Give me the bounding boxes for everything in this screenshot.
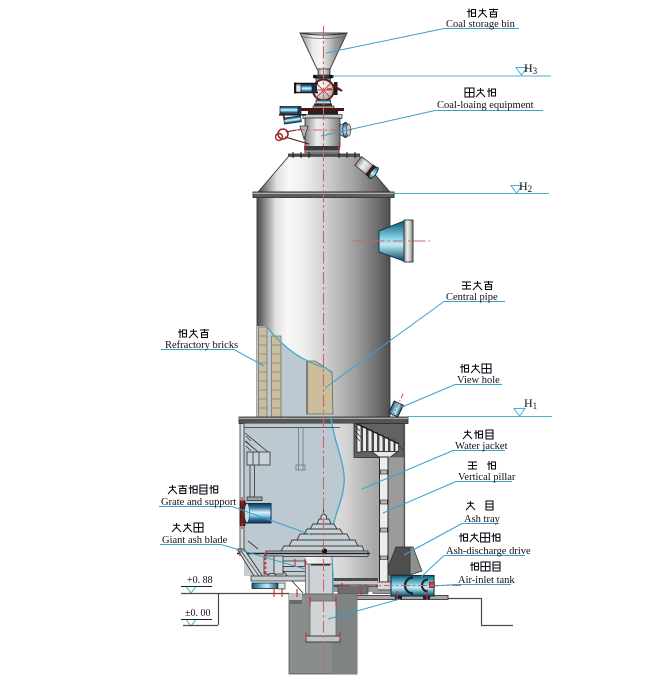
svg-text:±0. 00: ±0. 00 [185, 608, 211, 619]
svg-text:Air-inlet tank: Air-inlet tank [458, 575, 515, 586]
svg-text:+0. 88: +0. 88 [187, 575, 213, 586]
svg-text:Ash tray: Ash tray [464, 514, 501, 525]
svg-text:Vertical pillar: Vertical pillar [458, 472, 516, 483]
svg-text:Grate and support: Grate and support [161, 497, 236, 508]
svg-text:Ash-discharge drive: Ash-discharge drive [446, 546, 531, 557]
svg-text:Water jacket: Water jacket [455, 441, 508, 452]
svg-text:Coal storage bin: Coal storage bin [446, 19, 516, 30]
svg-text:Refractory bricks: Refractory bricks [165, 340, 238, 351]
svg-text:View hole: View hole [457, 375, 500, 386]
svg-text:Giant ash blade: Giant ash blade [162, 535, 228, 546]
svg-text:Coal-loaing equipment: Coal-loaing equipment [437, 100, 534, 111]
svg-text:Central pipe: Central pipe [446, 292, 498, 303]
